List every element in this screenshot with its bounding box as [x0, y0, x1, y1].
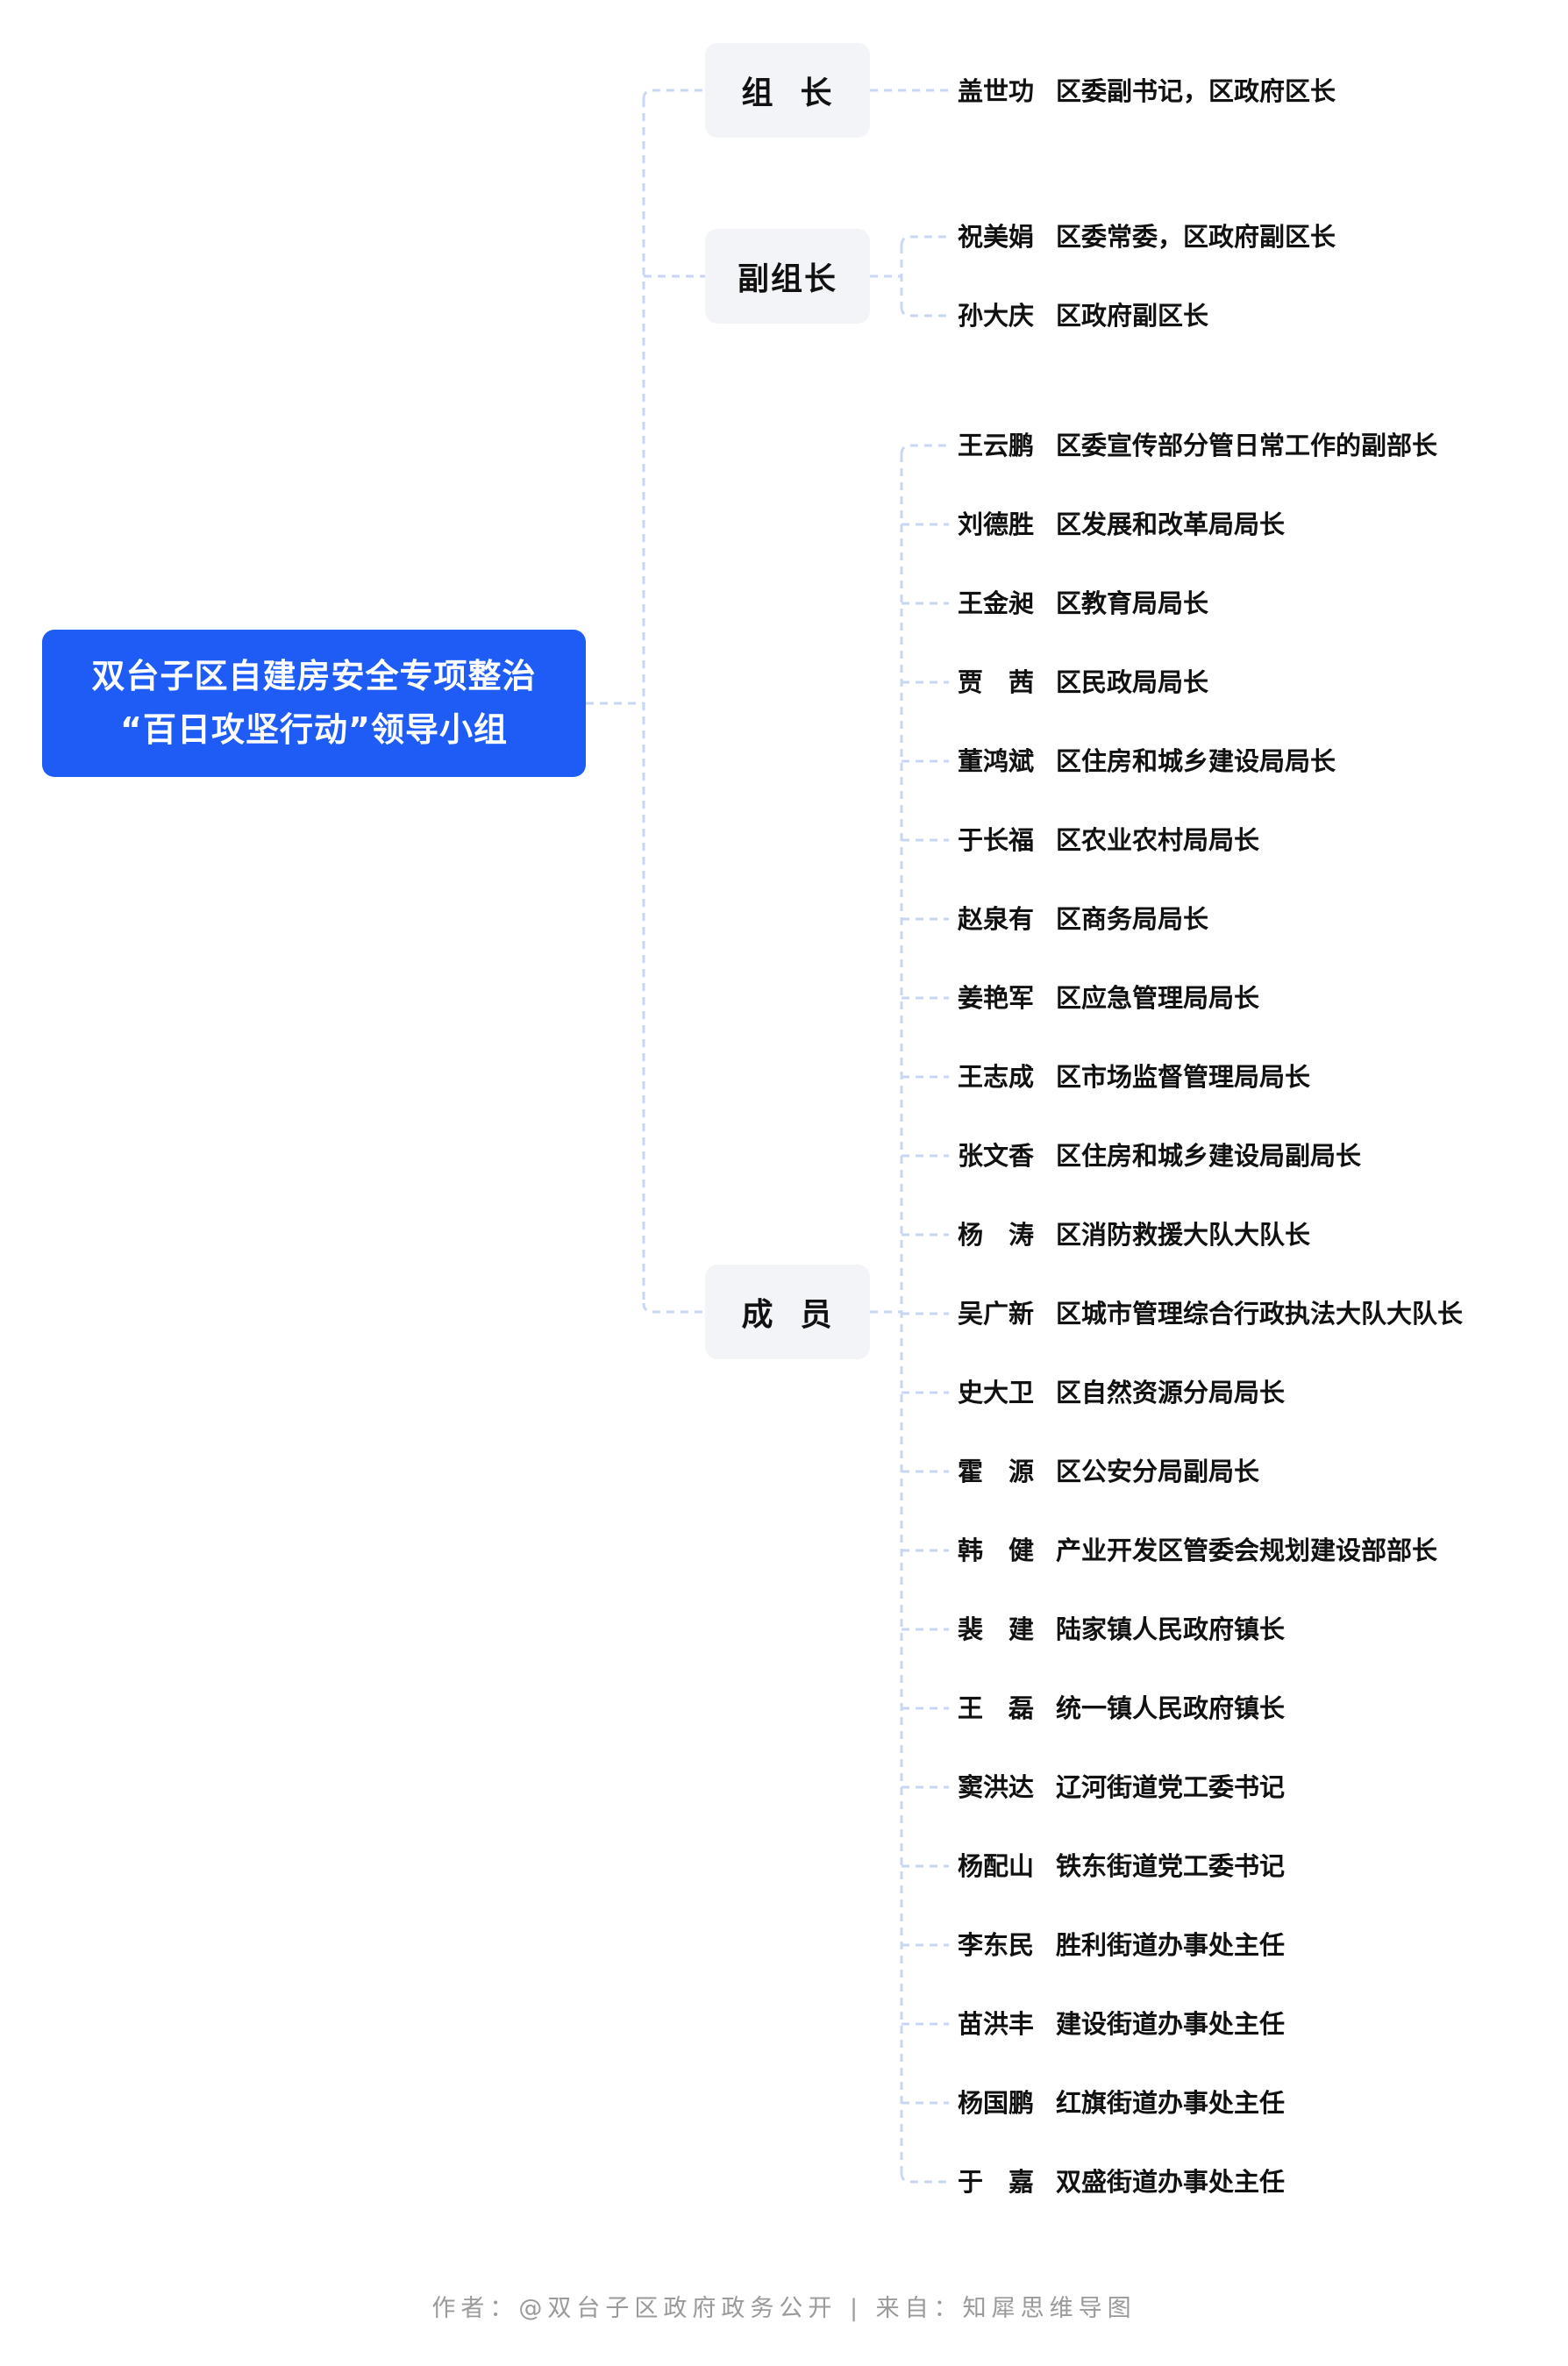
member-entry[interactable]: 王志成区市场监督管理局局长 [958, 1055, 1310, 1099]
member-role: 区教育局局长 [1056, 588, 1209, 618]
member-entry[interactable]: 刘德胜区发展和改革局局长 [958, 502, 1285, 546]
member-entry[interactable]: 盖世功区委副书记，区政府区长 [958, 69, 1336, 113]
member-name: 祝美娟 [958, 222, 1035, 252]
footer-credit: 作者：@双台子区政府政务公开 | 来自：知犀思维导图 [431, 2295, 1137, 2322]
connector-line [642, 1302, 705, 1314]
member-name: 张文香 [958, 1141, 1035, 1171]
member-role: 区民政局局长 [1056, 667, 1209, 697]
member-entry[interactable]: 韩 健产业开发区管委会规划建设部部长 [958, 1529, 1437, 1572]
member-entry[interactable]: 王 磊统一镇人民政府镇长 [958, 1686, 1285, 1730]
member-role: 区农业农村局局长 [1056, 825, 1260, 855]
member-entry[interactable]: 苗洪丰建设街道办事处主任 [958, 2002, 1285, 2046]
member-name: 霍 源 [958, 1457, 1035, 1486]
member-name: 史大卫 [958, 1378, 1035, 1407]
connector-line [642, 89, 705, 100]
member-name: 贾 茜 [958, 667, 1035, 697]
member-role: 区市场监督管理局局长 [1056, 1062, 1311, 1092]
member-name: 刘德胜 [958, 510, 1035, 539]
member-name: 董鸿斌 [958, 746, 1035, 776]
member-role: 辽河街道党工委书记 [1056, 1772, 1286, 1802]
member-name: 李东民 [958, 1930, 1035, 1960]
member-entry[interactable]: 窦洪达辽河街道党工委书记 [958, 1765, 1285, 1809]
member-role: 区公安分局副局长 [1056, 1457, 1260, 1486]
category-members[interactable]: 成 员 [705, 1265, 870, 1359]
member-role: 区住房和城乡建设局局长 [1056, 746, 1336, 776]
connector-line [900, 306, 949, 317]
root-title-line-2: “百日攻坚行动”领导小组 [120, 710, 508, 749]
member-role: 产业开发区管委会规划建设部部长 [1056, 1536, 1438, 1565]
member-role: 区消防救援大队大队长 [1056, 1220, 1311, 1250]
member-role: 区商务局局长 [1056, 904, 1209, 934]
member-name: 苗洪丰 [958, 2009, 1035, 2039]
member-role: 区发展和改革局局长 [1056, 510, 1286, 539]
member-role: 区住房和城乡建设局副局长 [1056, 1141, 1362, 1171]
member-role: 区自然资源分局局长 [1056, 1378, 1286, 1407]
connector-line [900, 235, 949, 246]
member-role: 区委宣传部分管日常工作的副部长 [1056, 431, 1438, 460]
member-name: 杨国鹏 [958, 2088, 1035, 2118]
member-name: 于长福 [958, 825, 1035, 855]
member-name: 王云鹏 [958, 431, 1035, 460]
member-entry[interactable]: 杨 涛区消防救援大队大队长 [958, 1213, 1310, 1257]
member-role: 铁东街道党工委书记 [1056, 1851, 1286, 1881]
member-entry[interactable]: 赵泉有区商务局局长 [958, 897, 1208, 941]
member-role: 统一镇人民政府镇长 [1056, 1693, 1286, 1723]
member-entry[interactable]: 孙大庆区政府副区长 [958, 294, 1208, 338]
member-name: 裴 建 [958, 1614, 1035, 1644]
member-name: 吴广新 [958, 1299, 1035, 1329]
member-entry[interactable]: 姜艳军区应急管理局局长 [958, 976, 1259, 1020]
member-role: 双盛街道办事处主任 [1056, 2167, 1286, 2197]
member-role: 陆家镇人民政府镇长 [1056, 1614, 1286, 1644]
member-entry[interactable]: 于长福区农业农村局局长 [958, 818, 1259, 862]
member-entry[interactable]: 杨配山铁东街道党工委书记 [958, 1844, 1285, 1888]
category-members-label: 成 员 [741, 1297, 834, 1333]
member-name: 王 磊 [958, 1693, 1035, 1723]
member-name: 盖世功 [958, 76, 1035, 106]
member-role: 建设街道办事处主任 [1056, 2009, 1286, 2039]
member-name: 杨配山 [958, 1851, 1035, 1881]
member-entry[interactable]: 霍 源区公安分局副局长 [958, 1450, 1259, 1493]
member-role: 区应急管理局局长 [1056, 983, 1260, 1013]
member-role: 红旗街道办事处主任 [1056, 2088, 1286, 2118]
member-name: 赵泉有 [958, 904, 1035, 934]
member-entry[interactable]: 祝美娟区委常委，区政府副区长 [958, 215, 1336, 259]
member-entry[interactable]: 史大卫区自然资源分局局长 [958, 1371, 1285, 1415]
member-role: 胜利街道办事处主任 [1056, 1930, 1286, 1960]
member-entry[interactable]: 于 嘉双盛街道办事处主任 [958, 2160, 1285, 2204]
member-name: 于 嘉 [958, 2167, 1035, 2197]
member-role: 区政府副区长 [1056, 301, 1209, 331]
member-name: 杨 涛 [958, 1220, 1035, 1250]
member-entry[interactable]: 王云鹏区委宣传部分管日常工作的副部长 [958, 424, 1437, 467]
category-deputy-leader-label: 副组长 [737, 261, 837, 297]
member-role: 区委副书记，区政府区长 [1056, 76, 1336, 106]
member-entry[interactable]: 杨国鹏红旗街道办事处主任 [958, 2081, 1285, 2125]
connector-line [900, 2172, 949, 2184]
member-name: 王金昶 [958, 588, 1035, 618]
root-title-line-1: 双台子区自建房安全专项整治 [91, 657, 537, 696]
member-name: 窦洪达 [958, 1772, 1035, 1802]
member-entry[interactable]: 吴广新区城市管理综合行政执法大队大队长 [958, 1292, 1463, 1336]
member-role: 区委常委，区政府副区长 [1056, 222, 1336, 252]
connector-line [900, 444, 949, 455]
member-role: 区城市管理综合行政执法大队大队长 [1056, 1299, 1464, 1329]
member-entry[interactable]: 董鸿斌区住房和城乡建设局局长 [958, 739, 1336, 783]
category-leader-label: 组 长 [741, 75, 834, 111]
member-entry[interactable]: 裴 建陆家镇人民政府镇长 [958, 1607, 1285, 1651]
member-entry[interactable]: 李东民胜利街道办事处主任 [958, 1923, 1285, 1967]
member-name: 姜艳军 [958, 983, 1035, 1013]
category-leader[interactable]: 组 长 [705, 43, 870, 138]
member-entry[interactable]: 王金昶区教育局局长 [958, 581, 1208, 625]
member-entry[interactable]: 贾 茜区民政局局长 [958, 660, 1208, 704]
root-node[interactable]: 双台子区自建房安全专项整治 “百日攻坚行动”领导小组 [42, 630, 586, 777]
category-deputy-leader[interactable]: 副组长 [705, 229, 870, 324]
member-entry[interactable]: 张文香区住房和城乡建设局副局长 [958, 1134, 1361, 1178]
member-name: 韩 健 [958, 1536, 1035, 1565]
member-name: 王志成 [958, 1062, 1035, 1092]
member-name: 孙大庆 [958, 301, 1035, 331]
